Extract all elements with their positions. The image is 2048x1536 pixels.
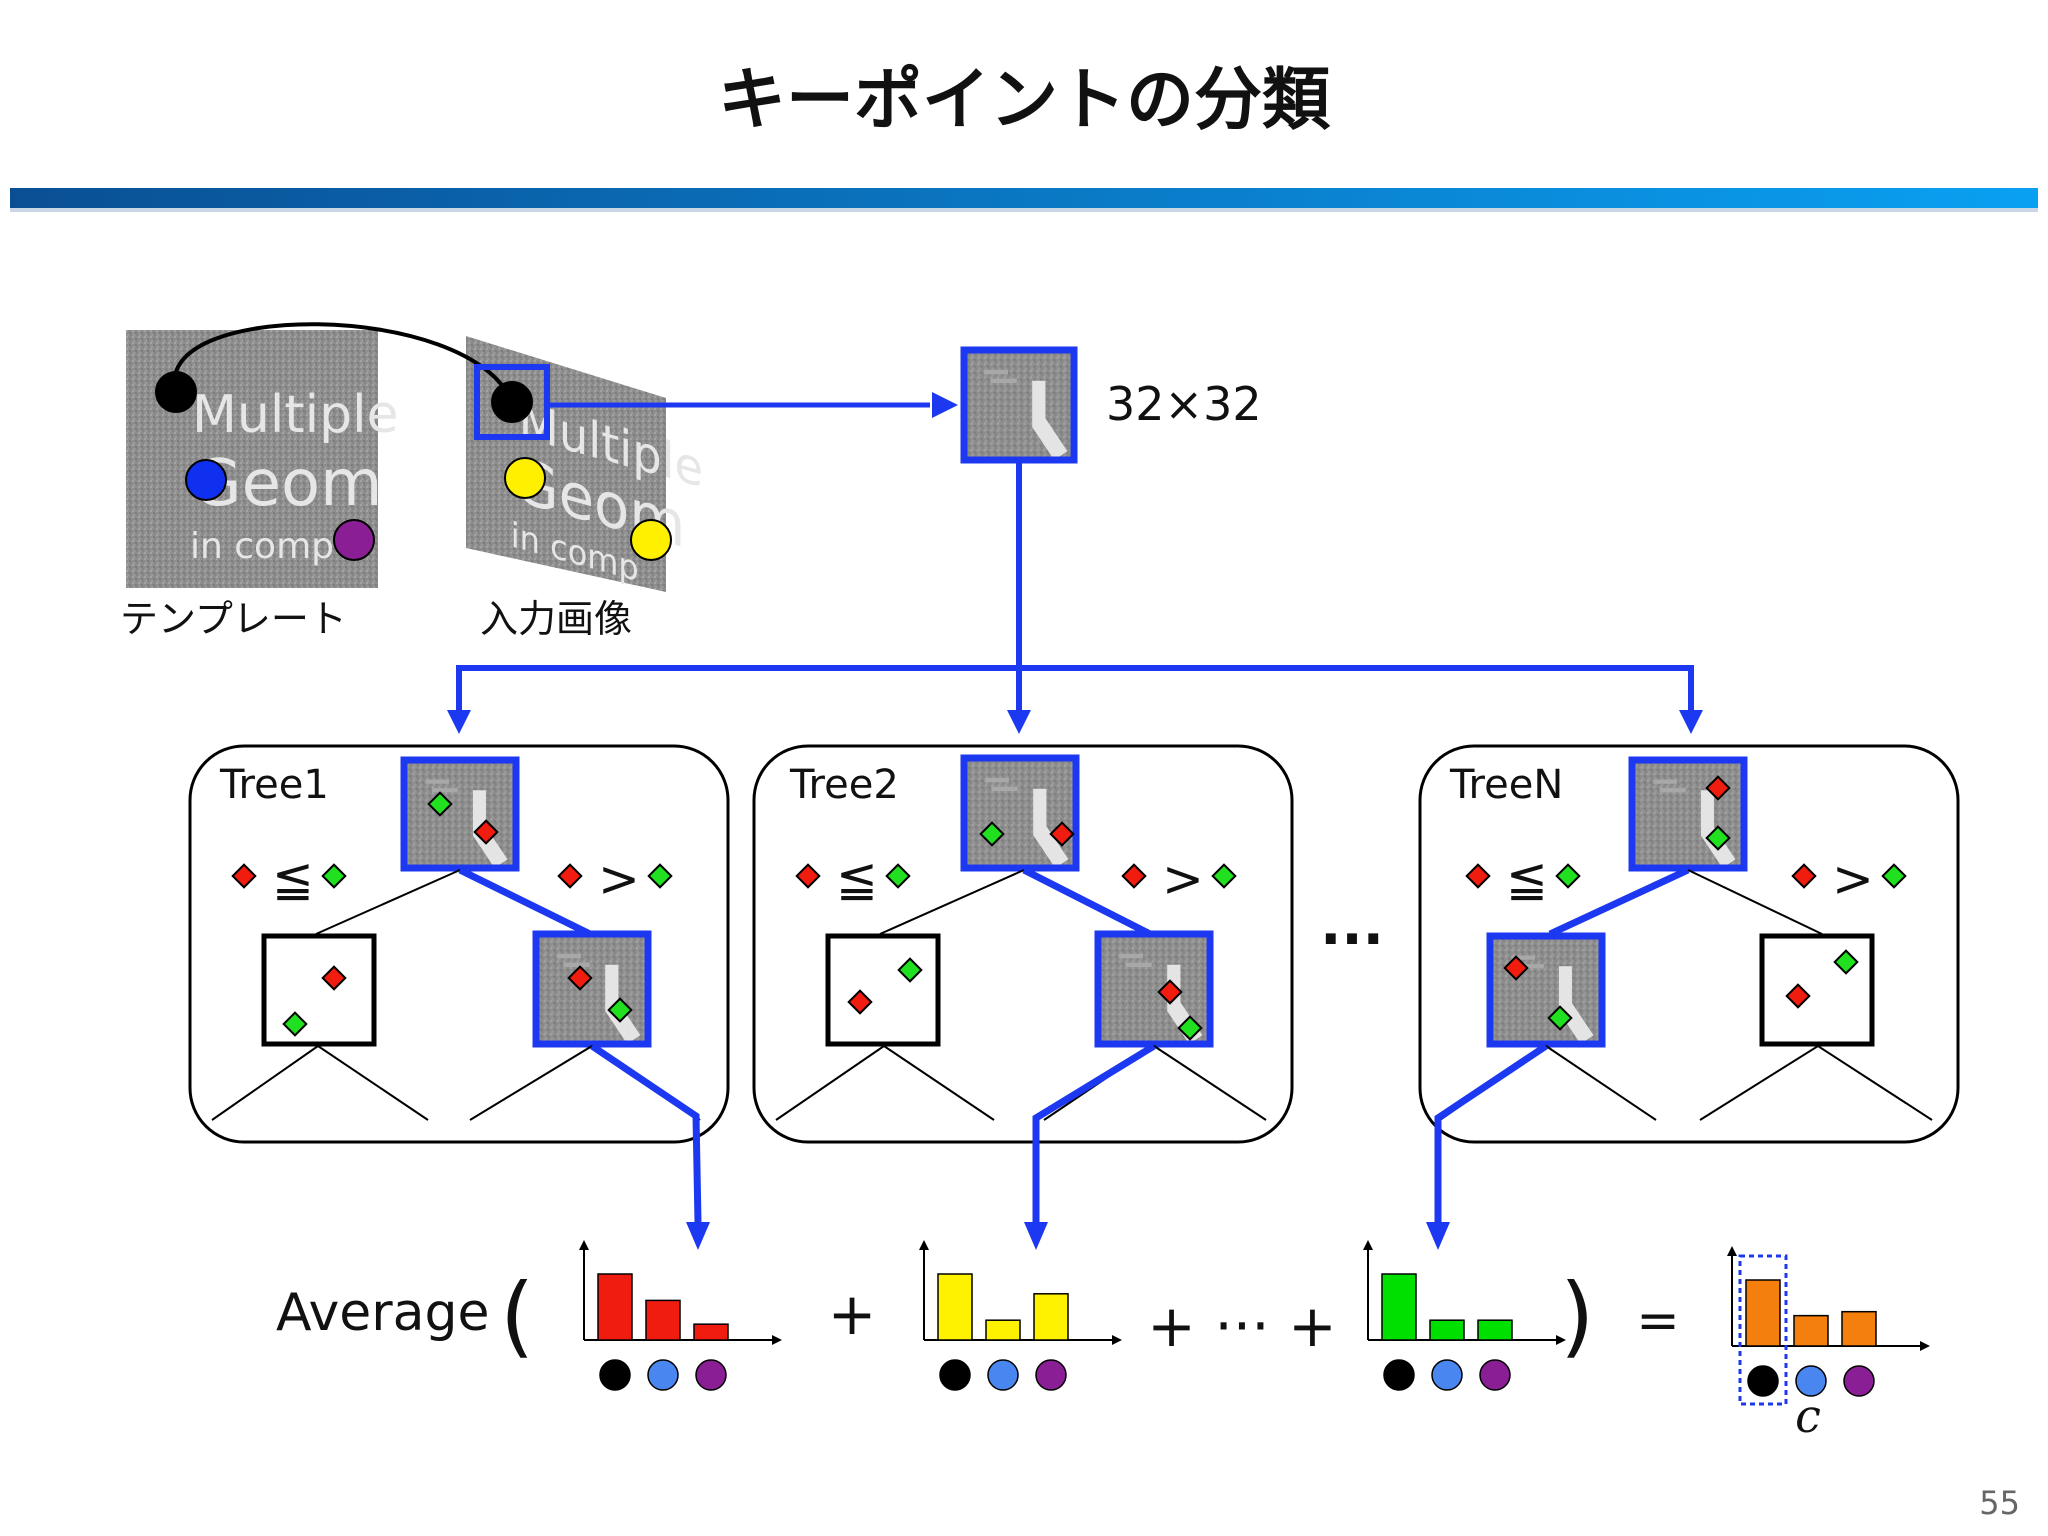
keypoint-purple-template	[333, 519, 375, 561]
page-number: 55	[1979, 1484, 2020, 1522]
histogram-bar-treeN-2	[1429, 1319, 1465, 1341]
arrow-tree1-head	[447, 710, 471, 734]
histogram-x-axis-arrow	[1556, 1335, 1566, 1345]
tree-2: Tree2 ≦ >	[752, 744, 1294, 1222]
tree-n-label: TreeN	[1449, 762, 1563, 808]
histogram-bar-treeN-1	[1381, 1273, 1417, 1341]
histogram-tree2	[919, 1240, 1122, 1391]
class-dot-black	[599, 1359, 631, 1391]
open-paren: (	[500, 1264, 534, 1367]
tree-1-left-rule: ≦	[272, 850, 314, 908]
class-dot-purple	[1479, 1359, 1511, 1391]
histogram-bar-tree2-2	[985, 1319, 1021, 1341]
histogram-bar-result-3	[1841, 1310, 1877, 1347]
title-bar	[10, 188, 2038, 208]
tree-2-output-arrow-head	[1024, 1222, 1048, 1250]
histogram-bar-tree1-2	[645, 1299, 681, 1341]
histogram-bar-result-2	[1793, 1314, 1829, 1347]
arrow-tree2-head	[1007, 710, 1031, 734]
title-bar-shadow	[10, 208, 2038, 212]
histogram-bar-result-1	[1745, 1279, 1781, 1347]
class-label: c	[1795, 1389, 1821, 1443]
class-dot-blue	[987, 1359, 1019, 1391]
histogram-bar-tree1-3	[693, 1323, 729, 1341]
class-dot-black	[939, 1359, 971, 1391]
template-text-line-1: Multiple	[192, 385, 399, 445]
histogram-bar-tree2-3	[1033, 1293, 1069, 1341]
keypoint-yellow-input-1	[504, 457, 546, 499]
tree-1-output-arrow-head	[686, 1222, 710, 1250]
keypoint-black-input	[491, 381, 533, 423]
tree-n-left-rule: ≦	[1506, 850, 1548, 908]
tree-1: Tree1 ≦ >	[188, 744, 730, 1223]
histogram-x-axis-arrow	[772, 1335, 782, 1345]
tree-1-label: Tree1	[219, 762, 329, 808]
histogram-treeN	[1363, 1240, 1566, 1391]
histogram-y-axis-arrow	[1363, 1240, 1373, 1250]
keypoint-yellow-input-2	[630, 519, 672, 561]
histogram-y-axis-arrow	[1727, 1246, 1737, 1256]
histogram-tree1	[579, 1240, 782, 1391]
plus-1: +	[828, 1280, 877, 1348]
template-text-line-3: in comp	[190, 526, 334, 567]
plus-ellipsis: + ··· +	[1147, 1292, 1336, 1360]
histogram-x-axis-arrow	[1920, 1341, 1930, 1351]
class-dot-black	[1747, 1365, 1779, 1397]
tree-n: TreeN ≦ >	[1418, 744, 1960, 1222]
equals-sign: =	[1636, 1291, 1680, 1351]
tree-n-output-arrow-head	[1426, 1222, 1450, 1250]
result-highlight-box	[1738, 1254, 1788, 1406]
average-label: Average	[276, 1283, 490, 1343]
histograms	[579, 1240, 1930, 1397]
histogram-x-axis-arrow	[1112, 1335, 1122, 1345]
tree-2-label: Tree2	[789, 762, 899, 808]
arrow-to-patch-head	[932, 392, 958, 418]
patch-size-label: 32×32	[1106, 377, 1262, 431]
arrow-treeN-head	[1679, 710, 1703, 734]
extracted-patch	[960, 346, 1078, 464]
tree-1-right-rule: >	[598, 850, 640, 908]
class-dot-purple	[1843, 1365, 1875, 1397]
histogram-bar-tree2-1	[937, 1273, 973, 1341]
tree-2-right-rule: >	[1162, 850, 1204, 908]
input-image: Multiple Geom in comp	[466, 336, 703, 592]
class-dot-purple	[695, 1359, 727, 1391]
class-dot-blue	[647, 1359, 679, 1391]
class-dot-black	[1383, 1359, 1415, 1391]
tree-n-right-rule: >	[1832, 850, 1874, 908]
trees-ellipsis: ···	[1320, 907, 1384, 972]
histogram-bar-treeN-3	[1477, 1319, 1513, 1341]
input-patch-selection	[474, 364, 550, 440]
slide-title: キーポイントの分類	[718, 61, 1331, 140]
close-paren: )	[1560, 1264, 1594, 1367]
histogram-y-axis-arrow	[919, 1240, 929, 1250]
template-image: Multiple Geom in comp	[126, 330, 399, 588]
class-dot-purple	[1035, 1359, 1067, 1391]
class-dot-blue	[1431, 1359, 1463, 1391]
template-label: テンプレート	[120, 597, 347, 641]
histogram-result	[1727, 1246, 1930, 1397]
input-label: 入力画像	[480, 597, 632, 641]
histogram-y-axis-arrow	[579, 1240, 589, 1250]
distribution-lines	[456, 460, 1694, 712]
keypoint-blue-template	[185, 459, 227, 501]
tree-2-left-rule: ≦	[836, 850, 878, 908]
histogram-bar-tree1-1	[597, 1273, 633, 1341]
class-dot-blue	[1795, 1365, 1827, 1397]
